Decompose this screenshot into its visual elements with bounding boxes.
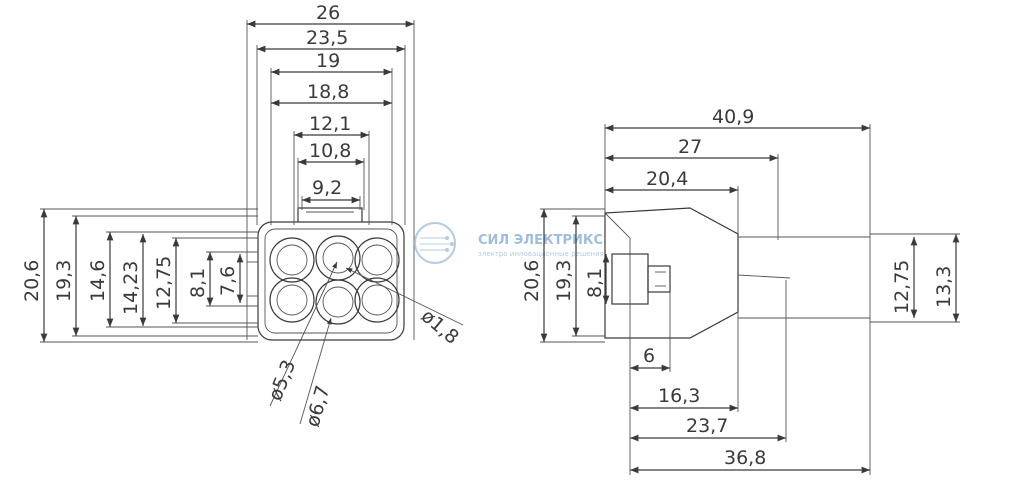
dim-label: 36,8 xyxy=(724,447,766,469)
dim-label: 20,6 xyxy=(521,260,543,302)
dim-label: 19,3 xyxy=(53,260,75,302)
dim-label: 6 xyxy=(643,345,655,367)
dim-label: 18,8 xyxy=(307,81,349,103)
side-housing xyxy=(604,207,739,339)
dim-label: 8,1 xyxy=(584,268,606,298)
pin-cavity xyxy=(269,277,315,323)
pin-cavity xyxy=(354,277,400,323)
dim-label: 23,7 xyxy=(686,415,728,437)
dim-label: 20,4 xyxy=(646,168,688,190)
dim-label: 19 xyxy=(316,50,340,72)
dim-label: ø5,3 xyxy=(264,357,300,404)
side-left-dims: 20,6 19,3 8,1 xyxy=(521,208,610,343)
pin-cavities xyxy=(269,235,400,325)
dim-label: ø6,7 xyxy=(302,383,335,429)
dim-label: 12,1 xyxy=(309,113,351,135)
side-right-dims: 12,75 13,3 xyxy=(870,233,960,323)
dim-label: 14,6 xyxy=(87,260,109,302)
side-view: 40,9 27 20,4 20,6 19,3 8,1 12,75 xyxy=(521,106,960,475)
front-view: 26 23,5 19 18,8 12,1 10,8 9,2 xyxy=(21,2,464,429)
logo-icon xyxy=(414,222,456,264)
side-bottom-dims: 6 16,3 23,7 36,8 xyxy=(629,280,870,475)
dim-label: 16,3 xyxy=(658,385,700,407)
latch xyxy=(297,207,363,222)
dim-label: 7,6 xyxy=(217,266,239,296)
dim-label: 40,9 xyxy=(712,106,754,128)
diameter-leaders: ø5,3 ø6,7 ø1,8 xyxy=(264,261,464,429)
dim-label: 20,6 xyxy=(21,260,43,302)
dim-label: ø1,8 xyxy=(417,305,463,349)
dim-label: 12,75 xyxy=(891,260,913,314)
dim-label: 12,75 xyxy=(153,256,175,310)
dim-label: 10,8 xyxy=(309,140,351,162)
dim-label: 14,23 xyxy=(120,261,142,315)
dim-label: 8,1 xyxy=(187,268,209,298)
side-top-dims: 40,9 27 20,4 xyxy=(604,106,871,475)
dim-label: 9,2 xyxy=(312,177,342,199)
dim-label: 27 xyxy=(678,136,702,158)
watermark-name: СИЛ ЭЛЕКТРИКС xyxy=(478,233,603,248)
front-vertical-dims: 20,6 19,3 14,6 14,23 12,75 8,1 7,6 xyxy=(21,208,258,343)
dim-label: 26 xyxy=(316,2,340,24)
dim-label: 19,3 xyxy=(553,260,575,302)
front-horizontal-dims: 26 23,5 19 18,8 12,1 10,8 9,2 xyxy=(246,2,415,340)
dim-label: 13,3 xyxy=(933,266,955,308)
housing-outline xyxy=(257,221,405,341)
pin-cavity xyxy=(269,237,315,283)
pin-cavity xyxy=(354,237,400,283)
pin-cavity xyxy=(315,279,361,325)
housing-inner xyxy=(264,228,398,334)
wire xyxy=(737,274,791,279)
watermark-tagline: электро инновационные решения xyxy=(478,250,604,258)
dim-label: 23,5 xyxy=(306,27,348,49)
